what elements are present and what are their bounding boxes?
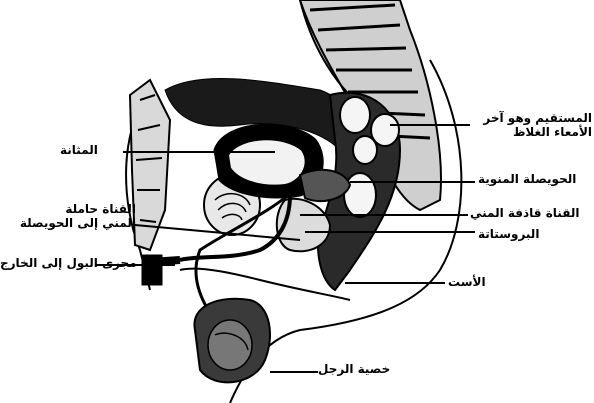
label-anus: الأست	[448, 276, 486, 290]
label-ejaculatory-duct: القناة قاذفة المني	[470, 207, 579, 221]
label-prostate: البروستاتة	[478, 228, 539, 242]
label-urethra: مجرى البول إلى الخارج	[0, 257, 137, 271]
label-rectum-line2: الأمعاء الغلاظ	[513, 125, 592, 139]
label-bladder: المثانة	[60, 144, 98, 158]
label-rectum-line1: المستقيم وهو آخر	[483, 111, 592, 125]
label-seminal-vesicles: الحويصلة المنوية	[478, 173, 576, 187]
testicle	[194, 299, 270, 383]
label-vas-deferens-line1: القناة حاملة	[65, 202, 136, 216]
label-testicle: خصية الرجل	[318, 363, 390, 377]
label-vas-deferens: القناة حاملة المني إلى الحويصلة	[10, 203, 136, 231]
label-rectum: المستقيم وهو آخر الأمعاء الغلاظ	[470, 112, 592, 140]
label-vas-deferens-line2: المني إلى الحويصلة	[20, 216, 136, 230]
